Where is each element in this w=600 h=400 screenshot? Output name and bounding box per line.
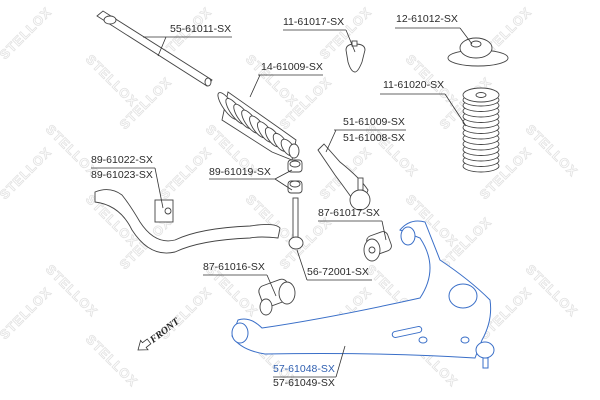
- label-89-61022: 89-61022-SX: [91, 154, 153, 166]
- watermark-text: STELLOX: [317, 4, 375, 62]
- watermark-text: STELLOX: [157, 144, 215, 202]
- tie-rod-end-part: [317, 143, 371, 211]
- lower-control-arm-part: [231, 220, 495, 369]
- watermark-text: STELLOX: [0, 144, 54, 202]
- watermark-text: STELLOX: [83, 52, 141, 110]
- bump-stop-part: [345, 40, 366, 73]
- arm-bushing-front-part: [258, 278, 296, 316]
- watermark-text: STELLOX: [83, 332, 141, 390]
- stabilizer-bar-part: [94, 189, 281, 254]
- watermark-text: STELLOX: [43, 262, 101, 320]
- label-12-61012: 12-61012-SX: [396, 13, 458, 25]
- steering-boot-part: [217, 91, 300, 161]
- label-14-61009: 14-61009-SX: [261, 61, 323, 73]
- label-11-61017: 11-61017-SX: [283, 16, 344, 28]
- link-bushing-part: [287, 159, 303, 194]
- label-87-61017: 87-61017-SX: [318, 207, 380, 219]
- label-89-61023: 89-61023-SX: [91, 169, 153, 181]
- stabilizer-link-part: [288, 197, 304, 250]
- label-57-61049: 57-61049-SX: [273, 377, 335, 389]
- label-51-61008: 51-61008-SX: [343, 132, 405, 144]
- watermark-text: STELLOX: [523, 262, 581, 320]
- label-56-72001: 56-72001-SX: [307, 266, 369, 278]
- label-87-61016: 87-61016-SX: [203, 261, 265, 273]
- dust-boot-part: [462, 87, 500, 173]
- label-57-61048: 57-61048-SX: [273, 363, 335, 375]
- label-51-61009: 51-61009-SX: [343, 116, 405, 128]
- watermark-text: STELLOX: [0, 284, 54, 342]
- tie-rod-part: [96, 10, 213, 87]
- callouts: 55-61011-SX 11-61017-SX 12-61012-SX 14-6…: [91, 13, 473, 389]
- strut-mount-part: [447, 37, 509, 67]
- front-arrow: FRONT: [137, 316, 182, 351]
- label-55-61011: 55-61011-SX: [170, 23, 231, 35]
- label-11-61020: 11-61020-SX: [383, 79, 444, 91]
- label-89-61019: 89-61019-SX: [209, 166, 271, 178]
- watermark-text: STELLOX: [0, 4, 54, 62]
- arm-bushing-rear-part: [363, 231, 392, 262]
- watermark-text: STELLOX: [523, 122, 581, 180]
